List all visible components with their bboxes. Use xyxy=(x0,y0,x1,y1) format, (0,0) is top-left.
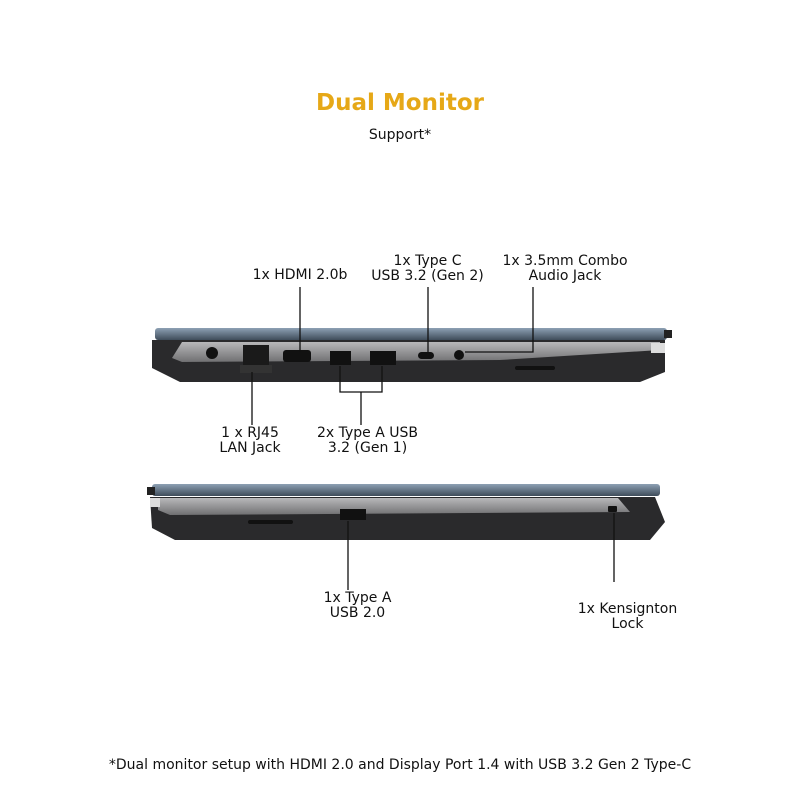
label-audio-jack: 1x 3.5mm Combo Audio Jack xyxy=(502,253,628,284)
hdmi-port-icon xyxy=(283,350,311,362)
title: Dual Monitor xyxy=(316,90,484,116)
label-rj45: 1 x RJ45 LAN Jack xyxy=(219,425,281,456)
laptop-right-side xyxy=(147,484,665,540)
label-kensington-lock: 1x Kensignton Lock xyxy=(577,601,678,632)
audio-jack-icon xyxy=(454,350,464,360)
usb-a-port-icon xyxy=(340,509,366,520)
label-type-c: 1x Type C USB 3.2 (Gen 2) xyxy=(371,253,484,284)
label-hdmi: 1x HDMI 2.0b xyxy=(252,267,348,283)
rj45-port-icon xyxy=(243,345,269,365)
label-usb-2: 1x Type A USB 2.0 xyxy=(323,590,392,621)
kensington-lock-icon xyxy=(608,506,617,512)
usb-a-port-icon xyxy=(330,351,351,365)
laptop-left-side xyxy=(152,328,672,382)
footnote: *Dual monitor setup with HDMI 2.0 and Di… xyxy=(108,757,692,773)
callout-lines-left xyxy=(251,287,534,425)
callout-lines-right xyxy=(347,513,615,590)
label-usb-a-gen1: 2x Type A USB 3.2 (Gen 1) xyxy=(316,425,418,456)
dc-jack-icon xyxy=(206,347,218,359)
usb-a-port-icon xyxy=(370,351,396,365)
usb-c-port-icon xyxy=(418,352,434,359)
subtitle: Support* xyxy=(368,127,432,143)
